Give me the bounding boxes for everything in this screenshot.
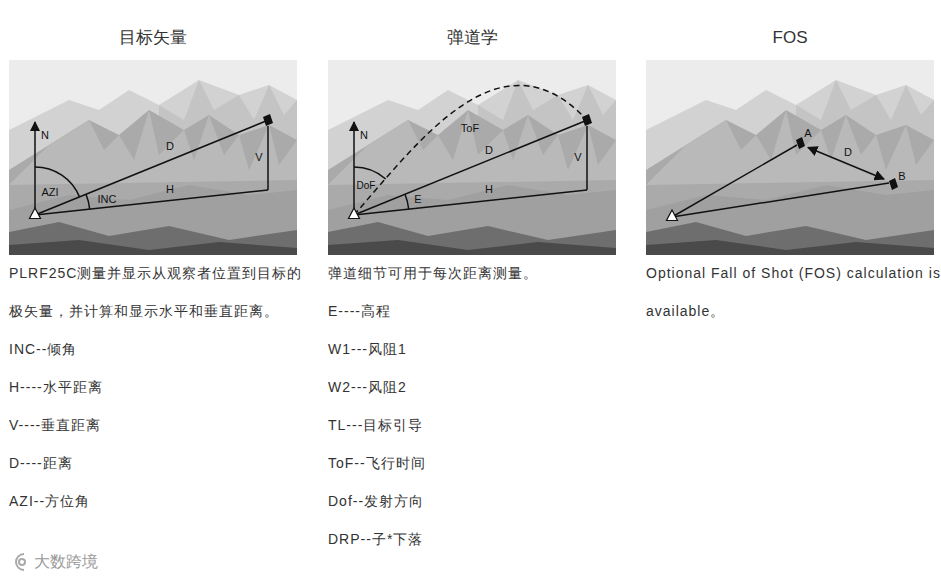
landscape-photo — [9, 60, 297, 255]
angle-label: AZI — [41, 187, 58, 198]
dimension-label: H — [166, 184, 174, 195]
angle-label: E — [414, 194, 421, 205]
description-text: H----水平距离 — [9, 368, 305, 406]
watermark: 大数跨境 — [34, 554, 98, 570]
vector-overlay — [354, 85, 587, 215]
target-marker — [582, 114, 592, 126]
observer-symbol — [30, 208, 41, 219]
text-column: PLRF25C测量并显示从观察者位置到目标的极矢量，并计算和显示水平和垂直距离。… — [9, 254, 305, 520]
description-text: PLRF25C测量并显示从观察者位置到目标的极矢量，并计算和显示水平和垂直距离。 — [9, 254, 305, 330]
offset-arrow — [808, 148, 884, 180]
horizontal-line — [354, 190, 587, 215]
description-text: 弹道细节可用于每次距离测量。 — [328, 254, 624, 292]
panel-title: FOS — [773, 29, 808, 46]
angle-arc — [35, 167, 80, 197]
target-marker — [796, 137, 805, 149]
description-text: INC--倾角 — [9, 330, 305, 368]
description-text: Dof--发射方向 — [328, 482, 624, 520]
panel-title: 弹道学 — [447, 29, 498, 46]
axis-label: N — [360, 130, 368, 141]
dimension-label: D — [485, 145, 493, 156]
point-label: A — [804, 128, 811, 139]
dimension-label: D — [166, 141, 174, 152]
distance-line — [35, 121, 266, 215]
vertical-line — [586, 126, 588, 190]
north-axis — [34, 122, 36, 215]
distance-line — [354, 121, 585, 215]
description-text: W2---风阻2 — [328, 368, 624, 406]
text-column: Optional Fall of Shot (FOS) calculation … — [646, 254, 941, 330]
trajectory-curve — [354, 85, 585, 215]
dimension-label: V — [255, 152, 262, 163]
north-axis — [353, 122, 355, 215]
angle-label: DoF — [357, 181, 376, 191]
description-text: ToF--飞行时间 — [328, 444, 624, 482]
description-text: E----高程 — [328, 292, 624, 330]
description-text: Optional Fall of Shot (FOS) calculation … — [646, 254, 941, 330]
description-text: DRP--子*下落 — [328, 520, 624, 558]
angle-arc — [354, 167, 386, 179]
panel-title: 目标矢量 — [119, 29, 187, 46]
angle-arc — [86, 194, 90, 209]
landscape-photo — [328, 60, 616, 255]
dimension-label: H — [485, 184, 493, 195]
landscape-photo — [646, 60, 934, 255]
range-line — [672, 145, 797, 217]
horizontal-line — [35, 190, 268, 215]
dimension-label: D — [844, 147, 852, 158]
description-text: W1---风阻1 — [328, 330, 624, 368]
target-marker — [263, 114, 273, 126]
description-text: TL---目标引导 — [328, 406, 624, 444]
description-text: D----距离 — [9, 444, 305, 482]
vector-overlay — [35, 121, 268, 215]
target-marker — [889, 178, 898, 190]
range-line — [672, 183, 889, 217]
axis-label: N — [41, 130, 49, 141]
observer-symbol — [349, 208, 360, 219]
description-text: AZI--方位角 — [9, 482, 305, 520]
dimension-label: V — [574, 152, 581, 163]
vector-overlay — [672, 145, 889, 217]
watermark-logo — [16, 554, 25, 570]
angle-label: ToF — [461, 123, 479, 134]
vertical-line — [267, 126, 269, 190]
point-label: B — [898, 171, 905, 182]
angle-arc — [405, 194, 409, 209]
angle-label: INC — [98, 194, 117, 205]
description-text: V----垂直距离 — [9, 406, 305, 444]
observer-symbol — [667, 210, 678, 221]
text-column: 弹道细节可用于每次距离测量。E----高程W1---风阻1W2---风阻2TL-… — [328, 254, 624, 558]
